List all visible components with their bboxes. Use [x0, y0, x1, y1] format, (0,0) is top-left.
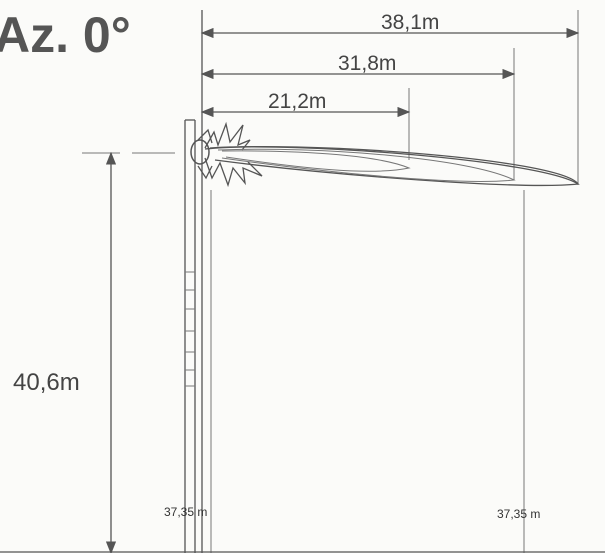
label-right-height: 37,35 m — [497, 507, 540, 521]
light-source — [190, 121, 263, 188]
diagram-title: Az. 0° — [0, 7, 131, 63]
extension-lines — [201, 10, 579, 553]
label-left-height: 37,35 m — [164, 505, 207, 519]
dim-label-height: 40,6m — [13, 369, 80, 396]
dim-line-height — [82, 151, 175, 553]
dim-label-21-2: 21,2m — [268, 90, 326, 113]
dim-label-31-8: 31,8m — [338, 52, 396, 75]
pole — [184, 119, 196, 553]
light-beam — [204, 146, 580, 187]
dim-label-38-1: 38,1m — [381, 11, 439, 34]
